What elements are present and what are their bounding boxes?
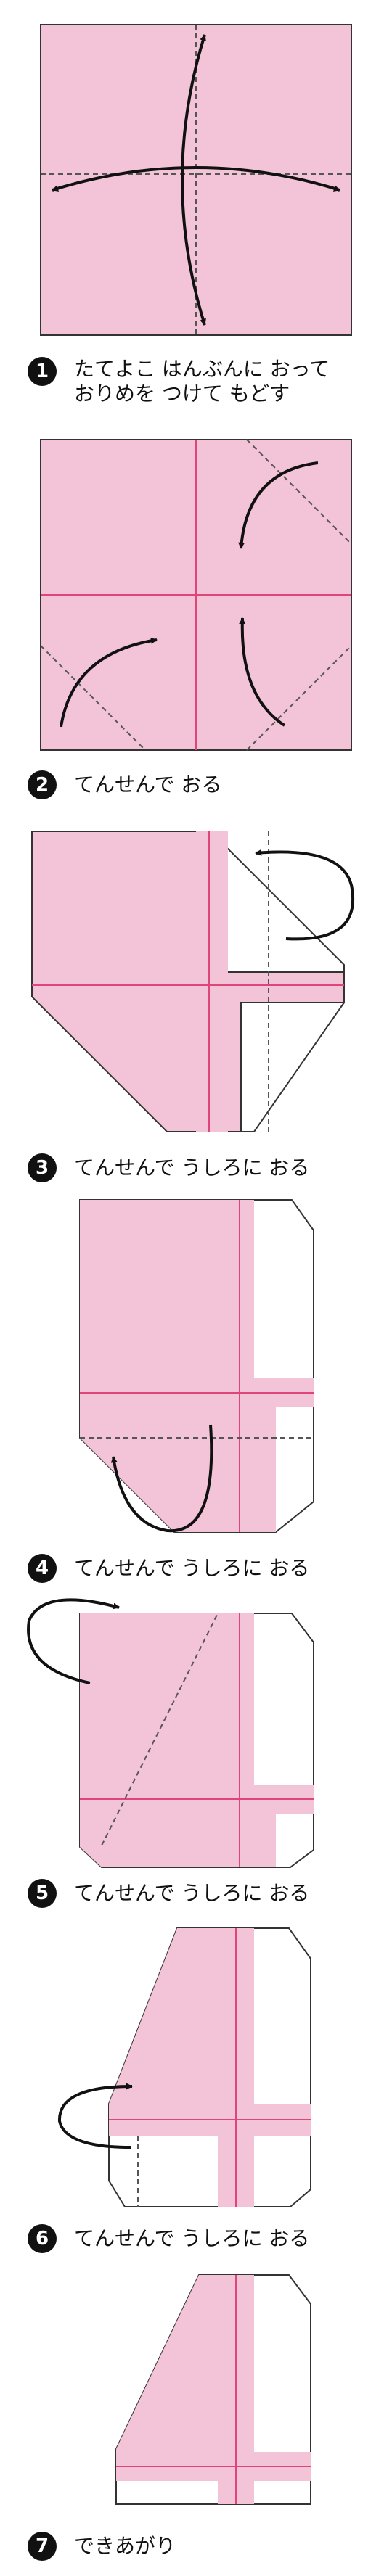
step-number-badge: 3 <box>28 1153 57 1182</box>
fold-arrow <box>238 461 319 549</box>
step-6-diagram <box>57 1927 311 2207</box>
step-number-badge: 6 <box>28 2224 57 2253</box>
step-1-diagram <box>40 24 352 336</box>
step-5-caption: 5 てんせんで うしろに おる <box>28 1879 309 1908</box>
fold-arrow <box>239 617 286 727</box>
step-number-badge: 5 <box>28 1879 57 1908</box>
step-instruction: てんせんで うしろに おる <box>74 2226 310 2250</box>
finished-pink-face <box>116 2275 311 2504</box>
step-number-badge: 4 <box>28 1554 57 1583</box>
step-7-caption: 7 できあがり <box>28 2532 176 2561</box>
fold-behind-arrow <box>27 1598 120 1684</box>
fold-dashed-line <box>246 645 352 751</box>
fold-behind-arrow <box>57 2083 133 2149</box>
step-4-caption: 4 てんせんで うしろに おる <box>28 1554 309 1583</box>
step-instruction: できあがり <box>74 2534 176 2558</box>
step-2-diagram <box>40 439 352 751</box>
step-number-badge: 2 <box>28 770 57 799</box>
fold-behind-arrow <box>110 1424 213 1533</box>
step-number-badge: 7 <box>28 2532 57 2561</box>
paper-pink-face <box>31 831 345 1132</box>
vertical-fold-arrow <box>181 34 206 326</box>
step-instruction: たてよこ はんぶんに おって おりめを つけて もどす <box>74 357 330 406</box>
step-instruction: てんせんで うしろに おる <box>74 1556 310 1580</box>
step-5-diagram <box>27 1598 314 1868</box>
step-6-caption: 6 てんせんで うしろに おる <box>28 2224 309 2253</box>
step-instruction: てんせんで おる <box>74 773 222 797</box>
step-3-diagram <box>30 831 355 1132</box>
step-instruction: てんせんで うしろに おる <box>74 1156 310 1180</box>
step-3-caption: 3 てんせんで うしろに おる <box>28 1153 309 1182</box>
step-1-caption: 1 たてよこ はんぶんに おって おりめを つけて もどす <box>28 357 330 406</box>
pink-strip-vertical <box>196 831 228 1132</box>
horizontal-fold-arrow <box>52 166 340 192</box>
paper-pink-face <box>80 1200 314 1532</box>
step-instruction: てんせんで うしろに おる <box>74 1881 310 1905</box>
step-2-caption: 2 てんせんで おる <box>28 770 222 799</box>
fold-behind-arrow <box>255 849 355 941</box>
step-4-diagram <box>79 1199 314 1533</box>
paper-pink-face <box>109 1928 311 2207</box>
step-7-diagram <box>115 2274 311 2505</box>
fold-dashed-line <box>246 439 352 545</box>
fold-arrow <box>60 637 158 728</box>
step-number-badge: 1 <box>28 357 57 386</box>
paper-pink-face <box>80 1613 314 1867</box>
fold-dashed-line <box>40 645 146 751</box>
